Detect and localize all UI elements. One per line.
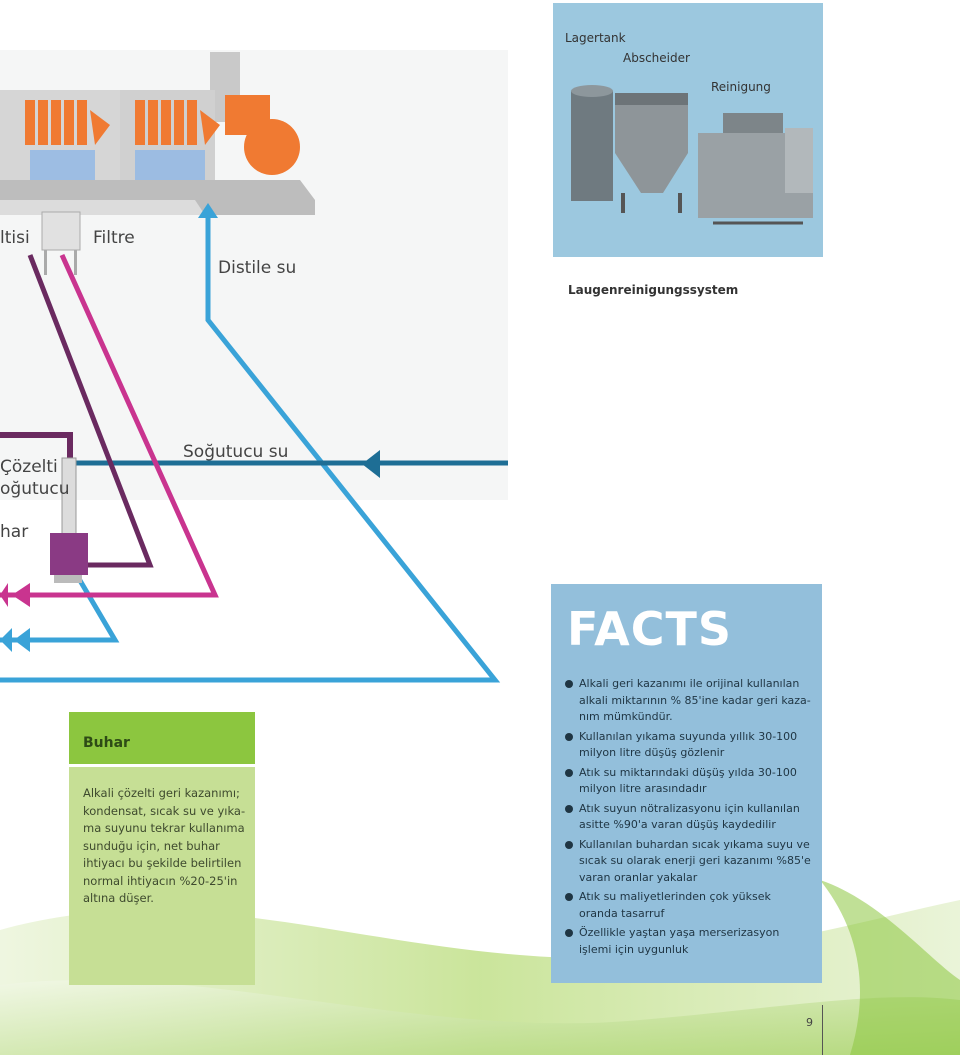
bullet-icon — [565, 732, 573, 741]
facts-item: Kullanılan yıkama suyunda yıllık 30-100 … — [565, 729, 813, 762]
bullet-icon — [565, 680, 573, 688]
arrow-up-icon — [198, 203, 218, 218]
return-water-line — [0, 553, 120, 643]
facts-item-text: Kullanılan yıkama suyunda yıllık 30-100 … — [579, 729, 798, 760]
steam-box-text: Alkali çözelti geri kazanımı; kondensat,… — [83, 786, 246, 905]
recovered-alkali-line — [0, 253, 219, 598]
facts-item-text: Özellikle yaştan yaşa merserizasyon işle… — [579, 926, 780, 956]
facts-item: Atık su maliyetlerinden çok yüksek orand… — [565, 889, 813, 922]
arrow-left-icon — [14, 628, 30, 652]
filter-unit — [41, 211, 81, 251]
steam-box-body: Alkali çözelti geri kazanımı; kondensat,… — [69, 767, 255, 985]
page-number: 9 — [806, 1016, 813, 1029]
solution-line — [27, 254, 154, 568]
facts-item: Kullanılan buhardan sıcak yıkama suyu ve… — [565, 837, 813, 887]
facts-list: Alkali geri kazanımı ile orijinal kullan… — [565, 676, 813, 961]
facts-box: FACTS Alkali geri kazanımı ile orijinal … — [551, 584, 822, 983]
tag-abscheider: Abscheider — [623, 51, 690, 65]
arrow-left-icon — [362, 450, 380, 478]
collector-tank — [50, 533, 88, 575]
bullet-icon — [565, 893, 573, 901]
label-cooling-water: Soğutucu su — [183, 442, 289, 462]
label-filter-left: ltisi — [0, 228, 30, 248]
tag-lagertank: Lagertank — [565, 31, 626, 45]
facts-title: FACTS — [567, 602, 733, 656]
steam-box-title: Buhar — [83, 735, 130, 751]
facts-item: Özellikle yaştan yaşa merserizasyon işle… — [565, 925, 813, 958]
equipment-photo — [571, 85, 813, 225]
facts-item: Alkali geri kazanımı ile orijinal kullan… — [565, 676, 813, 726]
bullet-icon — [565, 840, 573, 849]
green-wave — [0, 980, 960, 1055]
label-solution: Çözelti — [0, 457, 58, 477]
bullet-icon — [565, 804, 573, 813]
facts-item-text: Kullanılan buhardan sıcak yıkama suyu ve… — [579, 837, 811, 884]
arrow-left-icon — [0, 628, 12, 652]
facts-item: Atık su miktarındaki düşüş yılda 30-100 … — [565, 765, 813, 798]
label-cooler: oğutucu — [0, 479, 70, 499]
steam-box-header: Buhar — [69, 712, 255, 764]
bullet-icon — [565, 929, 573, 937]
page-divider — [822, 1005, 823, 1055]
label-distilled-water: Distile su — [218, 258, 297, 278]
arrow-left-icon — [12, 583, 30, 607]
facts-item-text: Atık su maliyetlerinden çok yüksek orand… — [579, 890, 771, 920]
label-filter: Filtre — [93, 228, 135, 248]
distilled-water-line — [0, 215, 501, 683]
green-wave — [820, 880, 960, 1055]
photo-caption: Laugenreinigungssystem — [568, 283, 739, 297]
bullet-icon — [565, 768, 573, 777]
machine-illustration — [0, 52, 315, 215]
tag-reinigung: Reinigung — [711, 80, 771, 94]
facts-item-text: Alkali geri kazanımı ile orijinal kullan… — [579, 677, 811, 723]
label-steam: har — [0, 522, 29, 542]
photo-panel: Lagertank Abscheider Reinigung — [553, 3, 823, 257]
facts-item-text: Atık suyun nötralizasyonu için kullanıla… — [579, 801, 800, 832]
facts-item: Atık suyun nötralizasyonu için kullanıla… — [565, 801, 813, 834]
facts-item-text: Atık su miktarındaki düşüş yılda 30-100 … — [579, 765, 797, 796]
